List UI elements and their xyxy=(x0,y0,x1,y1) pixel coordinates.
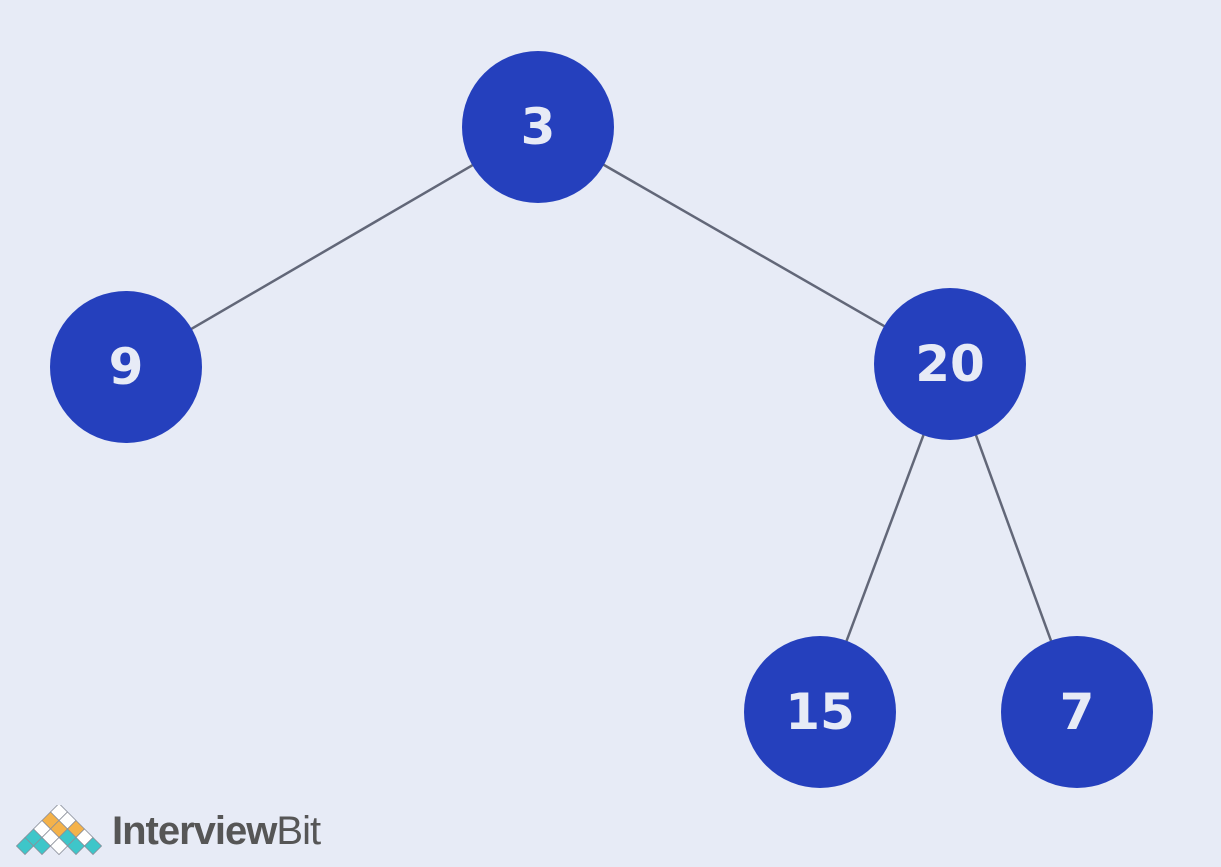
brand-name-light: Bit xyxy=(276,809,321,853)
tree-node-9: 9 xyxy=(50,291,202,443)
brand-name: InterviewBit xyxy=(112,809,321,853)
node-circle xyxy=(874,288,1026,440)
node-label: 7 xyxy=(1060,683,1095,741)
node-label: 3 xyxy=(521,98,556,156)
node-circle xyxy=(744,636,896,788)
diamond-grid-logo-icon xyxy=(16,805,102,856)
node-label: 20 xyxy=(915,335,985,393)
edge-n3-n9 xyxy=(125,125,539,369)
brand-name-bold: Interview xyxy=(112,809,277,853)
brand-logo: InterviewBit xyxy=(16,800,321,862)
logo-diamond xyxy=(83,836,102,856)
logo-diamond xyxy=(32,836,52,856)
tree-node-7: 7 xyxy=(1001,636,1153,788)
tree-node-20: 20 xyxy=(874,288,1026,440)
node-label: 15 xyxy=(785,683,855,741)
tree-node-15: 15 xyxy=(744,636,896,788)
node-circle xyxy=(462,51,614,203)
tree-node-3: 3 xyxy=(462,51,614,203)
node-label: 9 xyxy=(109,338,144,396)
tree-nodes: 3 9 20 15 7 xyxy=(50,51,1153,788)
logo-diamond xyxy=(49,836,69,856)
logo-diamond xyxy=(66,836,86,856)
logo-diamond xyxy=(16,836,35,856)
edge-n3-n20 xyxy=(537,125,951,366)
node-circle xyxy=(50,291,202,443)
node-circle xyxy=(1001,636,1153,788)
